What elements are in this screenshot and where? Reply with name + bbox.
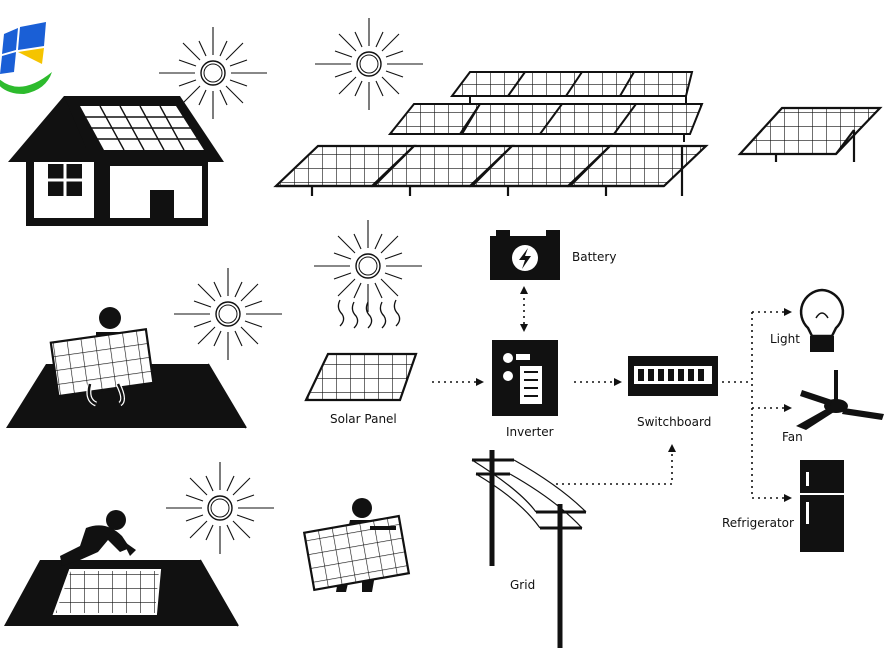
solar-panel-icon [304, 352, 418, 402]
sun-icon [165, 461, 275, 555]
grid-label: Grid [510, 578, 536, 592]
light-bulb-icon [799, 288, 845, 352]
switchboard-label: Switchboard [637, 415, 712, 429]
inverter-label: Inverter [506, 425, 554, 439]
installer-person-icon [302, 498, 411, 592]
solar-panel-label: Solar Panel [330, 412, 397, 426]
inverter-icon [492, 340, 558, 416]
house-with-solar-roof-icon [8, 96, 224, 226]
power-pole-icon [471, 450, 587, 648]
sun-icon [173, 267, 283, 361]
refrigerator-label: Refrigerator [722, 516, 794, 530]
installer-person-icon [6, 307, 247, 429]
solar-farm [273, 71, 883, 196]
battery-icon [490, 230, 560, 280]
installer-person-icon [4, 510, 239, 627]
sun-rays-icon [337, 299, 401, 329]
switchboard-icon [628, 356, 718, 396]
battery-label: Battery [572, 250, 617, 264]
solar-logo-icon [0, 22, 52, 94]
light-label: Light [770, 332, 800, 346]
connectors [432, 292, 786, 499]
sun-icon [314, 17, 424, 111]
ceiling-fan-icon [796, 370, 884, 430]
refrigerator-icon [800, 460, 844, 552]
connector-arrowheads [476, 286, 792, 502]
sun-icon [313, 219, 423, 313]
fan-label: Fan [782, 430, 803, 444]
